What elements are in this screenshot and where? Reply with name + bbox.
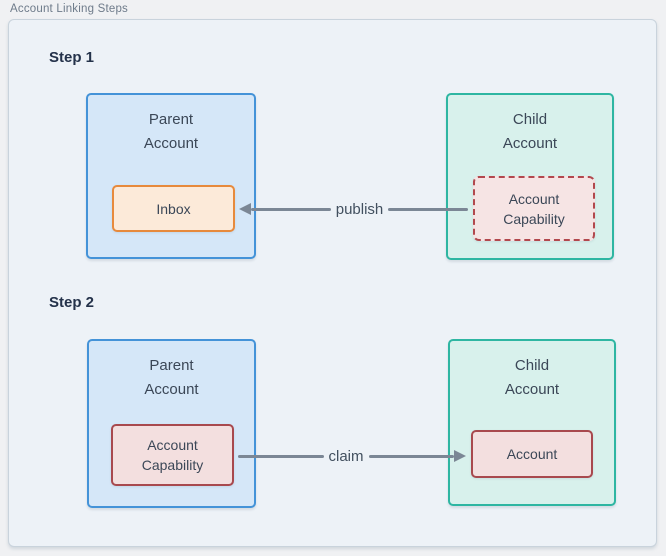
- step-2-heading: Step 2: [49, 294, 95, 311]
- claim-arrow-label: claim: [328, 447, 364, 465]
- step-2-account-box: Account: [471, 430, 593, 478]
- parent-title-line-2: Account: [143, 135, 199, 152]
- child-title-line-1: Child: [514, 357, 550, 374]
- publish-arrow-line-left: [251, 207, 331, 211]
- parent-title-line-2: Account: [144, 381, 199, 398]
- step-1-parent-account-box: Parent Account Inbox: [86, 93, 256, 259]
- inbox-label: Inbox: [156, 200, 191, 217]
- child-title-line-2: Account: [502, 135, 558, 152]
- step-1-child-account-title: Child Account: [448, 95, 612, 156]
- capability-label-line-1: Account: [508, 190, 560, 207]
- claim-arrow-line-right: [368, 454, 455, 458]
- account-label: Account: [506, 446, 558, 462]
- step-1-parent-account-title: Parent Account: [88, 95, 254, 156]
- child-title-line-2: Account: [504, 381, 560, 398]
- publish-arrow: publish: [239, 200, 469, 218]
- step-2-child-account-box: Child Account Account: [448, 339, 616, 506]
- publish-arrow-line-right: [388, 207, 469, 211]
- diagram-canvas: Step 1 Parent Account Inbox Child Accoun…: [8, 19, 657, 547]
- capability-label-line-1: Account: [147, 437, 198, 453]
- claim-arrow: claim: [238, 447, 467, 465]
- arrowhead-left-icon: [239, 203, 251, 215]
- step-2-parent-account-box: Parent Account Account Capability: [87, 339, 256, 508]
- capability-label-line-2: Capability: [503, 210, 565, 227]
- step-1-account-capability-box: Account Capability: [473, 176, 595, 241]
- step-2-account-capability-box: Account Capability: [111, 424, 234, 486]
- step-1-child-account-box: Child Account Account Capability: [446, 93, 614, 260]
- arrowhead-right-icon: [454, 450, 467, 462]
- parent-title-line-1: Parent: [149, 357, 194, 374]
- step-2-child-account-title: Child Account: [450, 341, 614, 402]
- diagram-title: Account Linking Steps: [10, 3, 128, 15]
- step-2-parent-account-title: Parent Account: [89, 341, 254, 402]
- claim-arrow-line-left: [238, 454, 324, 458]
- step-1-heading: Step 1: [49, 49, 95, 66]
- step-1-inbox-box: Inbox: [112, 185, 235, 232]
- child-title-line-1: Child: [512, 111, 548, 128]
- parent-title-line-1: Parent: [148, 111, 194, 128]
- publish-arrow-label: publish: [335, 200, 384, 218]
- capability-label-line-2: Capability: [141, 457, 204, 473]
